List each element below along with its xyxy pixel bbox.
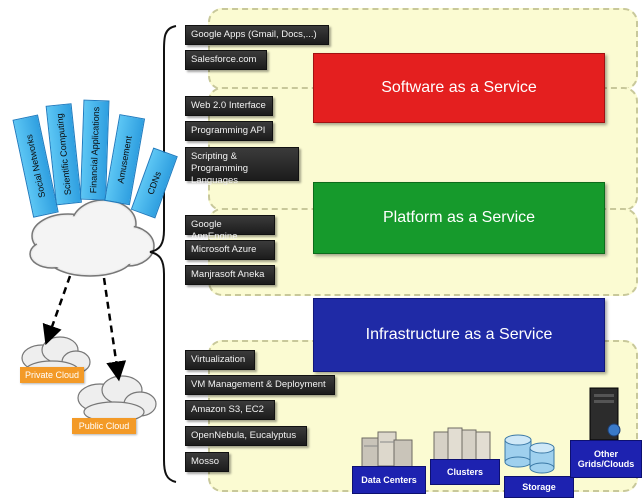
iaas-item-amazon: Amazon S3, EC2 (185, 400, 275, 420)
app-tab-label: Amusement (115, 135, 134, 185)
app-tab-label: Scientific Computing (54, 112, 74, 196)
iaas-item-opennebula: OpenNebula, Eucalyptus (185, 426, 307, 446)
private-cloud-label: Private Cloud (20, 367, 84, 383)
iaas-item-virtualization: Virtualization (185, 350, 255, 370)
other-grids-clouds-label: Other Grids/Clouds (570, 440, 642, 478)
app-tab-label: Financial Applications (88, 106, 102, 194)
paas-item-google-appengine: Google AppEngine (185, 215, 275, 242)
arrow-to-public-cloud (102, 277, 127, 382)
data-centers-label: Data Centers (352, 466, 426, 494)
tower-server-icon (589, 387, 621, 441)
arrow-to-private-cloud (42, 275, 72, 346)
public-cloud-icon (77, 375, 157, 423)
paas-banner: Platform as a Service (313, 182, 605, 254)
app-tab-label: Social Networks (24, 133, 48, 199)
storage-disk-icon (504, 434, 555, 474)
iaas-banner: Infrastructure as a Service (313, 298, 605, 372)
curly-brace (149, 25, 177, 483)
cluster-icon (433, 427, 491, 463)
paas-item-scripting-languages: Scripting & Programming Languages (185, 147, 299, 186)
public-cloud-label: Public Cloud (72, 418, 136, 434)
app-tab-label: CDNs (145, 170, 164, 196)
paas-item-programming-api: Programming API (185, 121, 273, 141)
saas-item-google-apps: Google Apps (Gmail, Docs,...) (185, 25, 329, 45)
iaas-item-mosso: Mosso (185, 452, 229, 472)
app-tab-financial-applications: Financial Applications (80, 99, 110, 201)
paas-item-microsoft-azure: Microsoft Azure (185, 240, 275, 260)
storage-label: Storage (504, 476, 574, 498)
private-cloud-icon (21, 336, 91, 380)
paas-item-web20: Web 2.0 Interface (185, 96, 273, 116)
saas-banner: Software as a Service (313, 53, 605, 123)
saas-item-salesforce: Salesforce.com (185, 50, 267, 70)
paas-item-manjrasoft-aneka: Manjrasoft Aneka (185, 265, 275, 285)
clusters-label: Clusters (430, 459, 500, 485)
server-rack-icon (361, 431, 413, 469)
iaas-item-vm-management: VM Management & Deployment (185, 375, 335, 395)
